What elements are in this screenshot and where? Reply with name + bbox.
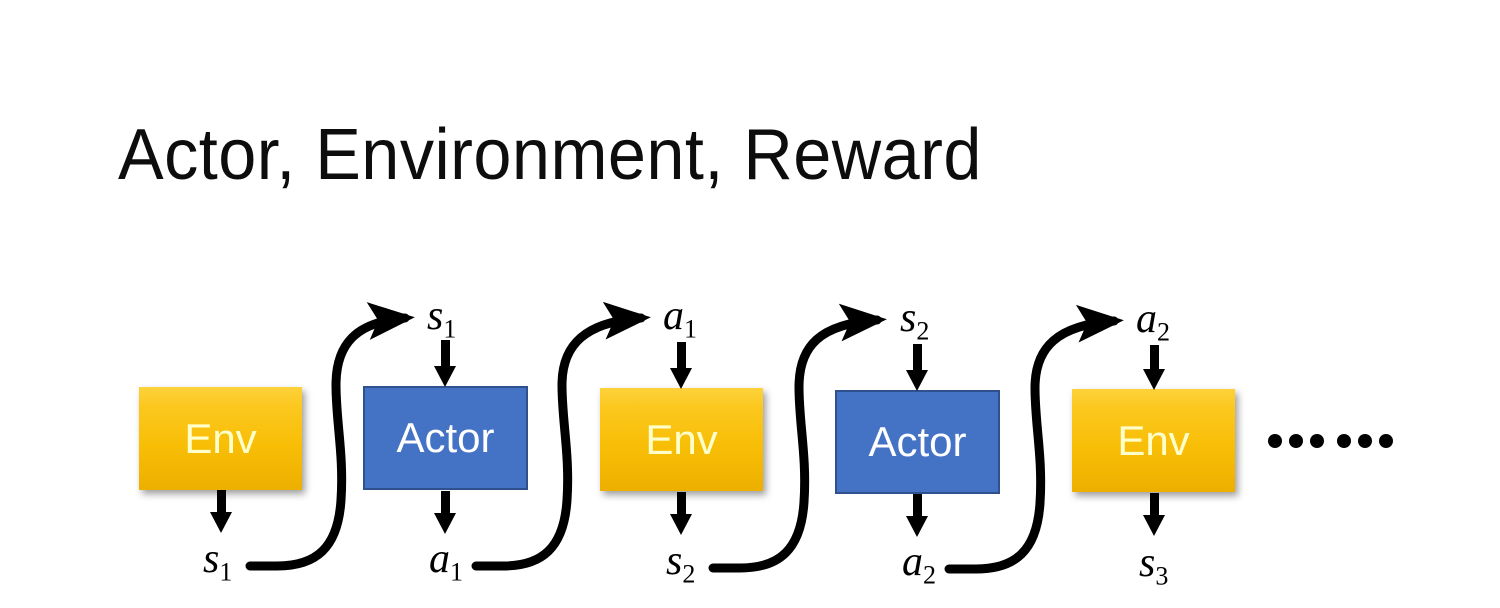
node-actor-4[interactable]: Actor — [835, 390, 1000, 494]
math-subscript: 2 — [923, 560, 937, 590]
arrow-down-out-of-node — [434, 491, 456, 534]
node-label: Env — [645, 415, 718, 463]
ellipsis-dot — [1379, 434, 1393, 448]
math-subscript: 2 — [1157, 317, 1171, 347]
state-action-label-top: a1 — [663, 293, 697, 342]
math-subscript: 1 — [684, 314, 698, 344]
page-title: Actor, Environment, Reward — [118, 115, 982, 195]
math-base: a — [663, 293, 684, 339]
math-base: s — [203, 536, 220, 582]
arrow-shaft — [677, 492, 686, 517]
ellipsis-dot — [1337, 434, 1351, 448]
arrow-head-down-icon — [906, 370, 928, 391]
arrow-down-into-node — [670, 342, 692, 389]
arrow-down-out-of-node — [906, 494, 928, 537]
math-subscript: 3 — [1155, 561, 1169, 591]
state-action-label-bottom: s3 — [1139, 540, 1168, 589]
node-label: Actor — [868, 418, 967, 465]
node-actor-2[interactable]: Actor — [363, 386, 528, 490]
arrow-down-out-of-node — [210, 490, 232, 533]
math-base: a — [429, 536, 450, 582]
ellipsis-dot-group — [1268, 434, 1331, 448]
arrow-down-into-node — [434, 340, 456, 387]
math-subscript: 2 — [682, 559, 696, 589]
state-action-label-bottom: s2 — [666, 538, 695, 587]
math-base: s — [1139, 540, 1156, 586]
ellipsis-dot — [1358, 434, 1372, 448]
node-label: Actor — [396, 414, 495, 461]
node-env-1[interactable]: Env — [139, 387, 302, 490]
math-base: s — [900, 295, 917, 341]
state-action-label-bottom: s1 — [203, 536, 232, 585]
arrow-shaft — [1150, 345, 1159, 372]
arrow-shaft — [217, 490, 226, 515]
arrow-head-down-icon — [210, 512, 232, 533]
arrow-shaft — [913, 494, 922, 519]
arrow-shaft — [913, 344, 922, 373]
arrow-shaft — [1150, 493, 1159, 518]
node-label: Env — [184, 414, 257, 462]
state-action-label-top: s2 — [900, 295, 929, 344]
math-base: s — [666, 538, 683, 584]
math-subscript: 1 — [219, 557, 233, 587]
math-subscript: 1 — [443, 314, 457, 344]
node-label: Env — [1117, 416, 1190, 464]
arrow-head-down-icon — [1143, 369, 1165, 390]
arrow-head-down-icon — [1143, 515, 1165, 536]
math-subscript: 1 — [450, 557, 464, 587]
arrow-head-down-icon — [906, 516, 928, 537]
ellipsis-dot — [1289, 434, 1303, 448]
node-env-3[interactable]: Env — [600, 388, 763, 491]
arrow-head-down-icon — [434, 366, 456, 387]
arrow-head-down-icon — [434, 513, 456, 534]
arrow-head-down-icon — [670, 368, 692, 389]
state-action-label-bottom: a1 — [429, 536, 463, 585]
ellipsis-dot — [1310, 434, 1324, 448]
arrow-shaft — [441, 491, 450, 516]
state-action-label-top: a2 — [1136, 296, 1170, 345]
arrow-down-out-of-node — [1143, 493, 1165, 536]
arrow-down-out-of-node — [670, 492, 692, 535]
trailing-ellipsis — [1268, 434, 1400, 448]
math-base: s — [427, 293, 444, 339]
arrow-shaft — [441, 340, 450, 369]
arrow-head-down-icon — [670, 514, 692, 535]
node-env-5[interactable]: Env — [1072, 389, 1235, 492]
math-base: a — [1136, 296, 1157, 342]
math-base: a — [902, 539, 923, 585]
state-action-label-bottom: a2 — [902, 539, 936, 588]
math-subscript: 2 — [916, 316, 930, 346]
arrow-down-into-node — [906, 344, 928, 391]
ellipsis-dot — [1268, 434, 1282, 448]
arrow-down-into-node — [1143, 345, 1165, 390]
state-action-label-top: s1 — [427, 293, 456, 342]
ellipsis-dot-group — [1337, 434, 1400, 448]
arrow-shaft — [677, 342, 686, 371]
